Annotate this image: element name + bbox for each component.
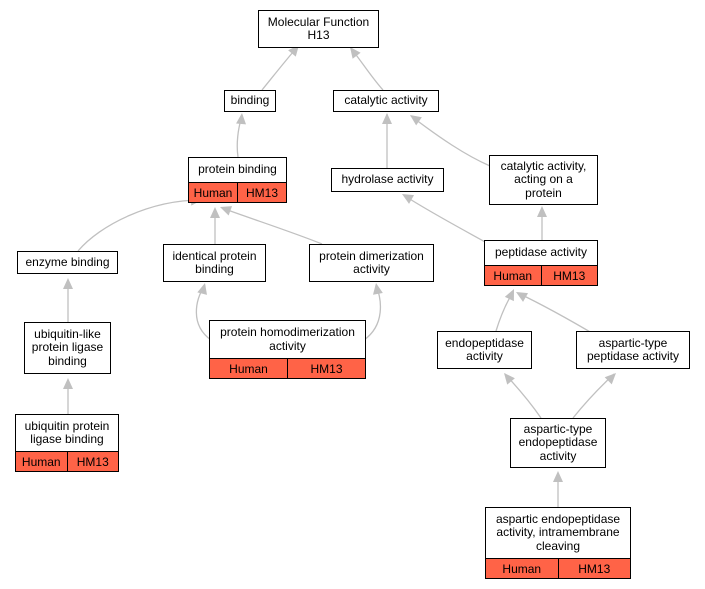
node-catalytic-activity[interactable]: catalytic activity — [333, 90, 439, 112]
edge-protein-binding-to-binding — [236, 113, 247, 158]
edge-arrowhead — [504, 289, 514, 302]
node-identical-protein-binding[interactable]: identical protein binding — [163, 244, 266, 282]
node-hydrolase-activity[interactable]: hydrolase activity — [331, 168, 444, 192]
annotation-species: Human — [189, 183, 237, 202]
node-label: aspartic-type peptidase activity — [586, 335, 680, 363]
node-label: identical protein binding — [172, 248, 257, 276]
node-label: hydrolase activity — [341, 172, 434, 187]
edge-aspartic-endo-to-endopeptidase — [504, 373, 542, 419]
edge-arrowhead — [402, 194, 415, 204]
edge-line — [410, 115, 491, 167]
annotation-gene: HM13 — [287, 359, 365, 378]
edge-arrowhead — [210, 207, 220, 218]
node-peptidase-activity[interactable]: peptidase activity Human HM13 — [484, 240, 598, 286]
node-aspartic-type-peptidase-activity[interactable]: aspartic-type peptidase activity — [576, 331, 690, 369]
edge-peptidase-to-hydrolase — [402, 194, 488, 244]
node-label: protein dimerization activity — [319, 248, 424, 276]
node-catalytic-activity-on-protein[interactable]: catalytic activity, acting on a protein — [489, 155, 598, 205]
node-endopeptidase-activity[interactable]: endopeptidase activity — [437, 331, 532, 369]
annotation-species: Human — [486, 559, 558, 578]
edge-arrowhead — [516, 292, 529, 302]
edge-homodimerization-to-identical — [195, 283, 212, 341]
edge-arrowhead — [604, 373, 616, 385]
edge-arrowhead — [220, 206, 233, 216]
node-ubiquitin-protein-ligase-binding[interactable]: ubiquitin protein ligase binding Human H… — [15, 414, 119, 472]
annotation-row: Human HM13 — [189, 182, 286, 202]
node-aspartic-endopeptidase-intramembrane-cleaving[interactable]: aspartic endopeptidase activity, intrame… — [485, 507, 631, 579]
edge-hydrolase-to-catalytic — [382, 113, 392, 168]
node-protein-homodimerization-activity[interactable]: protein homodimerization activity Human … — [209, 320, 366, 379]
edge-binding-to-root — [261, 44, 300, 91]
edge-catalytic-to-root — [349, 46, 384, 91]
edge-arrowhead — [63, 278, 73, 289]
node-label: catalytic activity, acting on a protein — [500, 158, 587, 200]
annotation-species: Human — [16, 452, 67, 471]
edge-arrowhead — [63, 378, 73, 389]
annotation-row: Human HM13 — [210, 358, 365, 378]
edge-line — [572, 373, 615, 419]
edge-ub-ligase-to-ubl — [63, 378, 73, 414]
edge-arrowhead — [504, 373, 515, 385]
edge-arrowhead — [410, 115, 422, 126]
node-label: Molecular Function H13 — [267, 14, 370, 42]
node-label: catalytic activity — [344, 93, 428, 108]
edge-line — [517, 292, 598, 337]
edge-enzyme-binding-to-protein-binding — [77, 195, 202, 252]
edge-arrowhead — [350, 47, 361, 59]
edge-catalytic-protein-to-catalytic — [410, 115, 491, 167]
edge-arrowhead — [372, 283, 383, 295]
edge-endopeptidase-to-peptidase — [495, 289, 514, 332]
node-ubiquitin-like-ligase-binding[interactable]: ubiquitin-like protein ligase binding — [24, 322, 111, 374]
edge-arrowhead — [537, 206, 547, 217]
edge-arrowhead — [236, 113, 247, 125]
node-protein-dimerization-activity[interactable]: protein dimerization activity — [309, 244, 434, 282]
edge-arrowhead — [197, 283, 207, 295]
edge-ubl-to-enzyme-binding — [63, 278, 73, 322]
node-label: aspartic endopeptidase activity, intrame… — [495, 511, 621, 553]
node-label: protein binding — [198, 162, 277, 177]
edge-intramembrane-to-aspartic-endo — [553, 471, 563, 507]
node-label: endopeptidase activity — [445, 335, 524, 363]
annotation-gene: HM13 — [540, 266, 597, 285]
annotation-gene: HM13 — [557, 559, 630, 578]
edge-aspartic-endo-to-aspartic-peptidase — [572, 373, 616, 419]
annotation-row: Human HM13 — [486, 558, 630, 578]
node-label: peptidase activity — [494, 245, 588, 260]
node-binding[interactable]: binding — [224, 90, 276, 112]
node-enzyme-binding[interactable]: enzyme binding — [17, 251, 118, 274]
node-protein-binding[interactable]: protein binding Human HM13 — [188, 157, 287, 203]
annotation-species: Human — [210, 359, 287, 378]
node-label: ubiquitin protein ligase binding — [24, 418, 110, 446]
annotation-row: Human HM13 — [16, 451, 118, 471]
edge-arrowhead — [553, 471, 563, 482]
annotation-species: Human — [485, 266, 541, 285]
annotation-row: Human HM13 — [485, 265, 597, 285]
node-aspartic-type-endopeptidase-activity[interactable]: aspartic-type endopeptidase activity — [510, 418, 606, 468]
node-label: ubiquitin-like protein ligase binding — [31, 326, 104, 368]
edge-homodimerization-to-dimerization — [363, 283, 383, 341]
edge-line — [404, 195, 488, 244]
node-label: protein homodimerization activity — [220, 325, 355, 353]
edge-arrowhead — [382, 113, 392, 124]
node-label: enzyme binding — [25, 254, 110, 269]
edge-line — [77, 199, 202, 252]
node-label: binding — [230, 93, 270, 108]
annotation-gene: HM13 — [237, 183, 286, 202]
edge-peptidase-to-catalytic-protein — [537, 206, 547, 240]
edge-identical-to-protein-binding — [210, 207, 220, 244]
edge-dimerization-to-protein-binding — [220, 206, 323, 245]
edge-line — [221, 207, 323, 245]
edge-aspartic-peptidase-to-peptidase — [516, 292, 598, 337]
annotation-gene: HM13 — [66, 452, 118, 471]
node-label: aspartic-type endopeptidase activity — [518, 421, 598, 463]
node-molecular-function-root[interactable]: Molecular Function H13 — [258, 10, 379, 48]
